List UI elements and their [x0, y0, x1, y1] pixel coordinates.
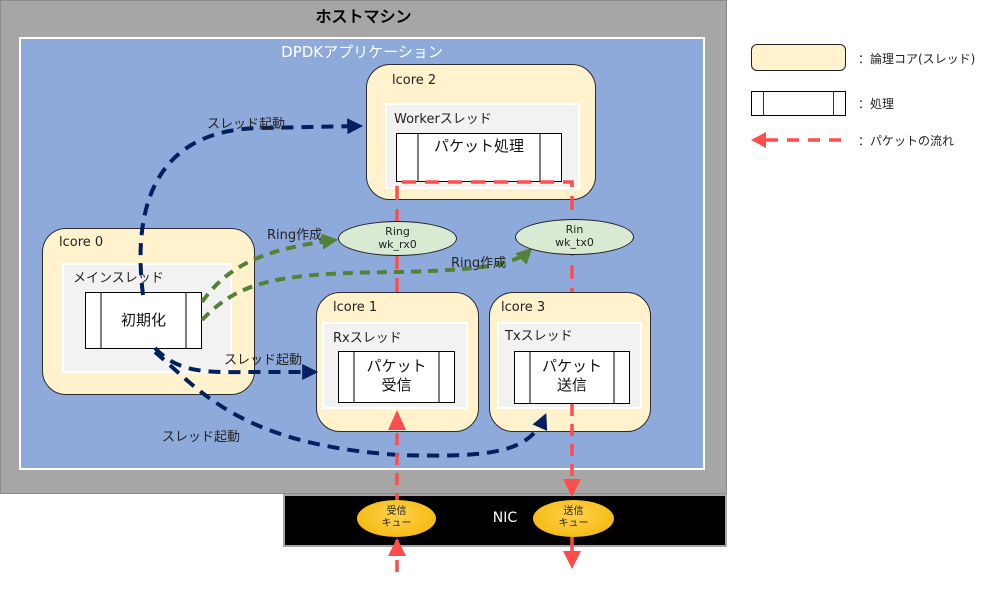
- ring-wk-tx0: Rin wk_tx0: [515, 219, 634, 255]
- lcore-3-label: lcore 3: [501, 300, 546, 315]
- init-block: 初期化: [85, 292, 202, 349]
- ring-wk-rx0-line2: wk_rx0: [378, 238, 417, 251]
- ring-wk-rx0: Ring wk_rx0: [338, 221, 457, 256]
- rx-thread-label: Rxスレッド: [333, 331, 402, 346]
- main-thread-label: メインスレッド: [73, 271, 164, 286]
- host-machine-title: ホストマシン: [315, 7, 412, 26]
- ring-create-label-2: Ring作成: [451, 256, 507, 271]
- ring-wk-tx0-line2: wk_tx0: [555, 236, 594, 249]
- legend-packet-flow-arrowhead: [751, 132, 766, 148]
- ring-wk-rx0-line1: Ring: [385, 225, 410, 238]
- legend-process-label: ：処理: [858, 97, 895, 111]
- thread-start-label-bottom: スレッド起動: [162, 430, 241, 445]
- packet-receive-text-2: 受信: [381, 376, 412, 394]
- dpdk-application-title: DPDKアプリケーション: [281, 43, 443, 61]
- packet-receive-text-1: パケット: [366, 357, 427, 375]
- packet-processing-text: パケット処理: [433, 137, 524, 155]
- ring-create-label-1: Ring作成: [267, 228, 323, 243]
- ring-wk-tx0-line1: Rin: [565, 223, 584, 236]
- thread-start-label-top: スレッド起動: [207, 117, 286, 132]
- rx-queue-line2: キュー: [381, 518, 412, 529]
- legend-process-swatch: [751, 91, 846, 116]
- packet-receive-block: パケット 受信: [338, 351, 455, 403]
- legend-core-swatch: [751, 44, 846, 71]
- worker-thread-label: Workerスレッド: [394, 112, 492, 127]
- rx-queue: 受信 キュー: [357, 500, 436, 537]
- packet-send-text-1: パケット: [541, 357, 602, 375]
- rx-queue-line1: 受信: [386, 506, 407, 517]
- tx-queue-line2: キュー: [558, 518, 589, 529]
- packet-send-block: パケット 送信: [514, 351, 630, 404]
- lcore-0-label: lcore 0: [59, 235, 104, 250]
- lcore-1-label: lcore 1: [333, 300, 378, 315]
- packet-flow-arrowhead-nic-out: [563, 551, 581, 569]
- nic-label: NIC: [492, 510, 518, 526]
- legend-packet-flow-label: ：パケットの流れ: [858, 134, 955, 148]
- lcore-2-label: lcore 2: [392, 73, 437, 88]
- tx-thread-label: Txスレッド: [505, 329, 573, 344]
- tx-queue: 送信 キュー: [533, 500, 614, 537]
- init-text: 初期化: [120, 311, 166, 329]
- packet-processing-block: パケット処理: [396, 133, 562, 182]
- packet-send-text-2: 送信: [556, 376, 587, 394]
- thread-start-label-mid: スレッド起動: [224, 353, 303, 368]
- tx-queue-line1: 送信: [563, 506, 584, 517]
- legend-core-label: ：論理コア(スレッド): [858, 52, 976, 66]
